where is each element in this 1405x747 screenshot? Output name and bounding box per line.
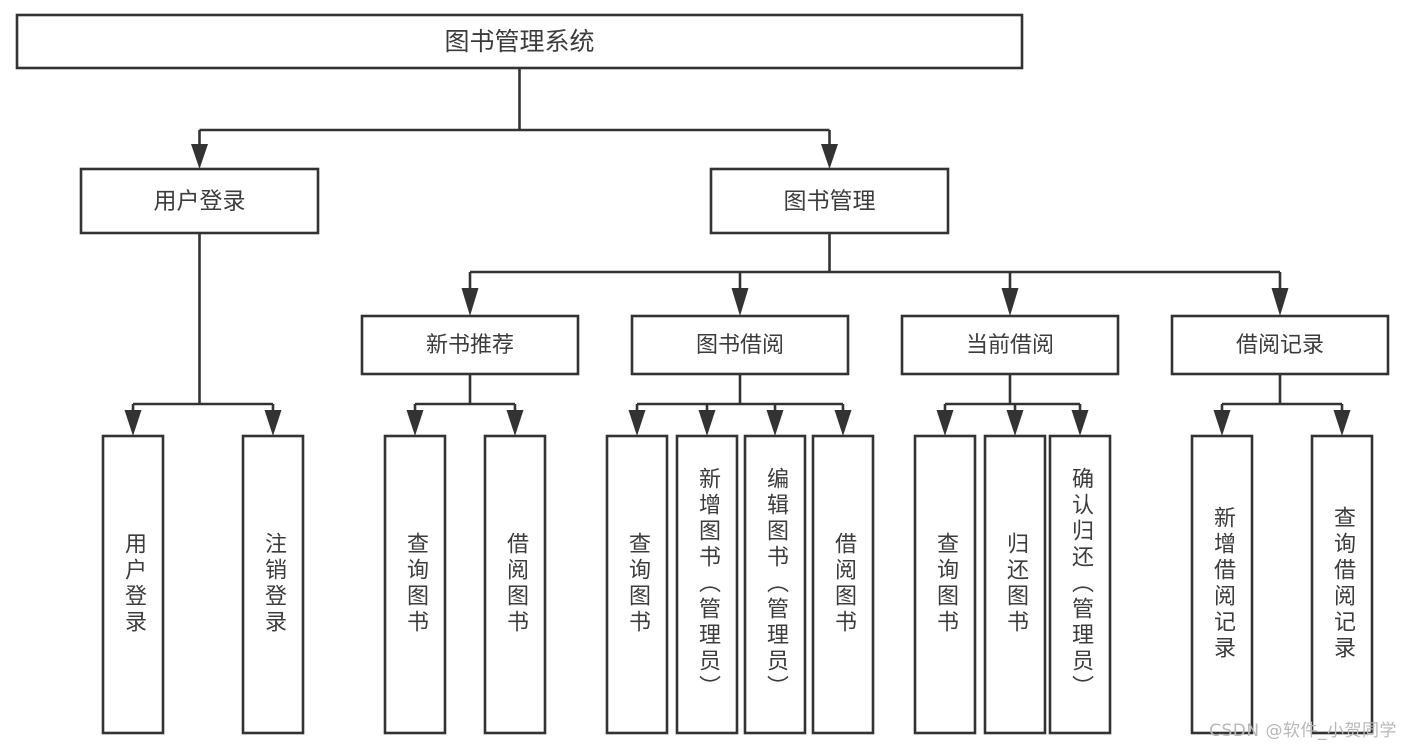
node-leaf-confirm-return-label: 确认归还（管理员） (1068, 467, 1094, 701)
node-leaf-query-record[interactable]: 查询借阅记录 (1310, 434, 1374, 735)
arrow-icon (834, 410, 852, 436)
arrow-icon (124, 410, 142, 436)
connector-borrowrecord-to-leaves (1213, 374, 1351, 436)
arrow-icon (1213, 410, 1231, 436)
arrow-icon (936, 410, 954, 436)
arrow-icon (731, 288, 749, 316)
arrow-icon (766, 410, 784, 436)
node-leaf-edit-book[interactable]: 编辑图书（管理员） (743, 434, 807, 735)
arrow-icon (461, 288, 479, 316)
arrow-icon (1071, 410, 1089, 436)
node-leaf-confirm-return[interactable]: 确认归还（管理员） (1048, 434, 1112, 735)
node-leaf-query-book-1-label: 查询图书 (403, 532, 429, 636)
node-leaf-user-login[interactable]: 用户登录 (101, 434, 165, 735)
node-borrow-record[interactable]: 借阅记录 (1170, 314, 1390, 376)
node-leaf-logout-label: 注销登录 (261, 532, 287, 636)
arrow-icon (698, 410, 716, 436)
node-new-book-recommend-label: 新书推荐 (426, 333, 514, 358)
node-leaf-return-book-label: 归还图书 (1003, 532, 1029, 636)
node-leaf-query-book-2-label: 查询图书 (625, 532, 651, 636)
arrow-icon (406, 410, 424, 436)
arrow-icon (1006, 410, 1024, 436)
node-book-borrow[interactable]: 图书借阅 (630, 314, 850, 376)
connector-bookmanage-to-level2 (461, 233, 1289, 316)
node-leaf-borrow-book-1[interactable]: 借阅图书 (483, 434, 547, 735)
node-user-login[interactable]: 用户登录 (79, 167, 320, 235)
node-leaf-borrow-book-1-label: 借阅图书 (503, 532, 529, 636)
node-root[interactable]: 图书管理系统 (15, 13, 1024, 70)
connector-userlogin-to-leaves (124, 233, 282, 436)
arrow-icon (1271, 288, 1289, 316)
watermark-text: CSDN @软件_小贺同学 (1209, 721, 1397, 741)
node-leaf-user-login-label: 用户登录 (121, 532, 147, 636)
connector-newbook-to-leaves (406, 374, 524, 436)
arrow-icon (506, 410, 524, 436)
node-leaf-add-book-label: 新增图书（管理员） (695, 467, 721, 701)
arrow-icon (821, 144, 838, 169)
node-leaf-query-book-3[interactable]: 查询图书 (913, 434, 977, 735)
node-leaf-return-book[interactable]: 归还图书 (983, 434, 1047, 735)
node-leaf-query-book-3-label: 查询图书 (933, 532, 959, 636)
node-user-login-label: 用户登录 (154, 189, 246, 215)
node-leaf-add-record-label: 新增借阅记录 (1210, 506, 1236, 662)
arrow-icon (1333, 410, 1351, 436)
node-new-book-recommend[interactable]: 新书推荐 (360, 314, 580, 376)
connector-root-to-level1 (191, 68, 838, 169)
node-book-manage-label: 图书管理 (784, 189, 876, 215)
node-current-borrow[interactable]: 当前借阅 (900, 314, 1120, 376)
node-leaf-logout[interactable]: 注销登录 (241, 434, 305, 735)
node-current-borrow-label: 当前借阅 (966, 333, 1054, 358)
node-book-manage[interactable]: 图书管理 (709, 167, 950, 235)
node-leaf-borrow-book-2-label: 借阅图书 (831, 532, 857, 636)
node-leaf-add-record[interactable]: 新增借阅记录 (1190, 434, 1254, 735)
node-leaf-query-book-1[interactable]: 查询图书 (383, 434, 447, 735)
node-leaf-borrow-book-2[interactable]: 借阅图书 (811, 434, 875, 735)
node-leaf-query-book-2[interactable]: 查询图书 (605, 434, 669, 735)
arrow-icon (1001, 288, 1019, 316)
node-book-borrow-label: 图书借阅 (696, 333, 784, 358)
node-borrow-record-label: 借阅记录 (1236, 333, 1324, 358)
connector-currentborrow-to-leaves (936, 374, 1089, 436)
arrow-icon (628, 410, 646, 436)
node-leaf-add-book[interactable]: 新增图书（管理员） (675, 434, 739, 735)
arrow-icon (191, 144, 208, 169)
arrow-icon (264, 410, 282, 436)
node-root-label: 图书管理系统 (444, 27, 594, 56)
node-leaf-query-record-label: 查询借阅记录 (1330, 506, 1356, 662)
node-leaf-edit-book-label: 编辑图书（管理员） (763, 467, 789, 701)
connector-bookborrow-to-leaves (628, 374, 852, 436)
